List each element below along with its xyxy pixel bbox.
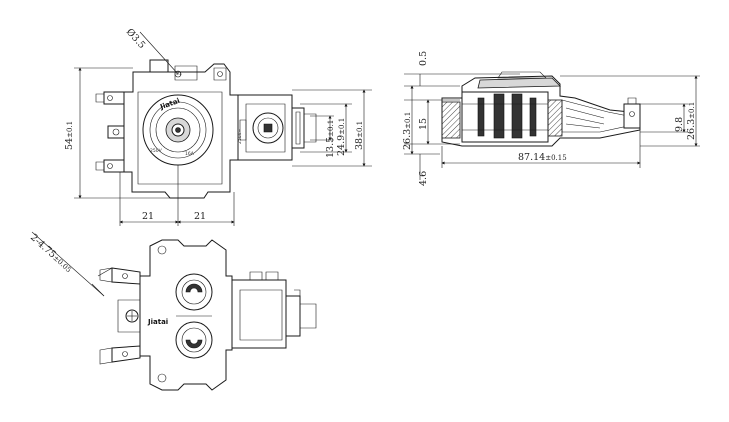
dim-socket-13: 13.5±0.1 [325,120,336,158]
dim-side-98: 9.8 [674,117,685,132]
dim-width-right: 21 [194,211,206,222]
top-view-body [123,63,239,199]
dim-side-right: 26.3±0.1 [686,102,697,140]
bottom-view-connector [232,271,317,349]
dim-hole-dia: Ø3.5 [124,27,148,51]
dim-side-bottom: 4.6 [418,171,429,186]
top-view-plate-text: 250V~ [237,128,243,144]
dim-socket-38: 38±0.1 [354,121,365,150]
dim-socket-24: 24.9±0.1 [336,118,347,156]
svg-text:16A: 16A [185,151,195,157]
dim-side-15: 15 [418,118,429,130]
bottom-view-brand: Jiatai [147,318,168,326]
svg-text:01: 01 [176,71,182,77]
top-view-dial: Jiatai 250V 16A [142,94,214,166]
dim-side-top: 0.5 [418,51,429,66]
dim-terminal-spec: 2-4.75±0.05 [28,232,74,275]
dim-side-left: 26.3±0.1 [402,112,413,150]
svg-text:250V: 250V [150,148,163,154]
dim-width-left: 21 [142,211,154,222]
bottom-view-body [139,239,233,391]
bottom-view-left-terminals [99,267,141,365]
side-view-housing [441,75,641,147]
dim-side-length: 87.14±0.15 [518,152,567,163]
top-view: 01 Jiatai 250V 16A [64,27,372,226]
side-view: 0.5 26.3±0.1 15 4.6 87.14±0.15 26.3±0.1 … [402,51,700,186]
dim-height-total: 54±0.1 [64,121,75,150]
bottom-view-sockets [175,273,213,359]
top-view-left-terminals [95,91,125,173]
bottom-view: Jiatai 2-4.75±0.05 [28,231,317,391]
top-view-socket-block: 250V~ [237,94,317,161]
